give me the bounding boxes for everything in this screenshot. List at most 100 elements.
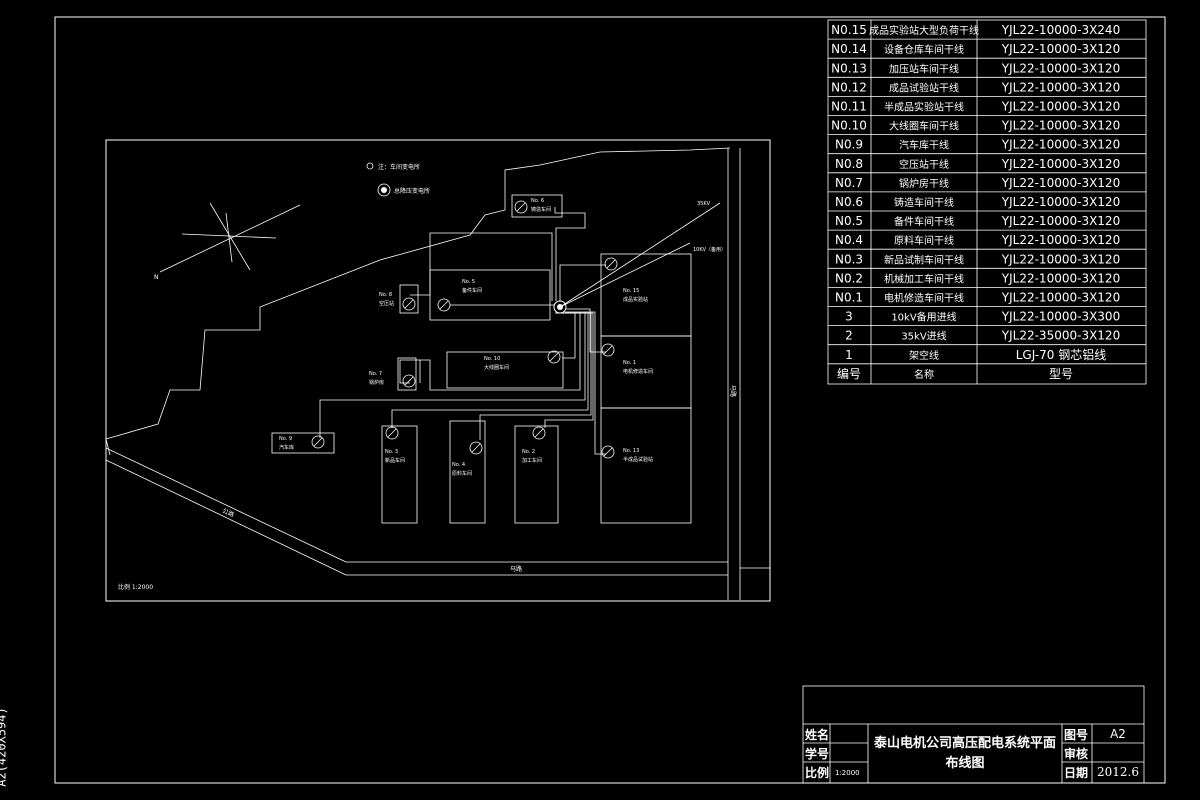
- table-row-1-name: 设备仓库车间干线: [884, 43, 964, 56]
- table-row-6-id: N0.9: [835, 138, 863, 152]
- table-row-15-name: 10kV备用进线: [891, 311, 956, 324]
- table-row-8-id: N0.7: [835, 176, 863, 190]
- table-row-3-id: N0.12: [831, 80, 867, 94]
- site-boundary: [105, 147, 731, 440]
- drawing-title-1: 泰山电机公司高压配电系统平面: [873, 735, 1056, 751]
- drawing-border: [54, 16, 1166, 784]
- table-row-2-id: N0.13: [831, 61, 867, 75]
- scale-note: 比例 1:2000: [118, 583, 153, 591]
- building-13-name: 半成品试验站: [623, 456, 653, 463]
- table-header-name: 名称: [914, 368, 934, 381]
- road-right: [727, 148, 770, 600]
- table-row-14-id: N0.1: [835, 291, 863, 305]
- table-row-11-name: 原料车间干线: [894, 234, 954, 247]
- drawing-no-value: A2: [1110, 727, 1126, 741]
- table-row-1-model: YJL22-10000-3X120: [1001, 42, 1120, 56]
- table-row-0-name: 成品实验站大型负荷干线: [869, 24, 979, 37]
- building-9-name: 汽车库: [279, 444, 294, 451]
- table-row-6-model: YJL22-10000-3X120: [1001, 138, 1120, 152]
- building-13: [600, 407, 692, 524]
- table-row-8-name: 锅炉房干线: [899, 177, 949, 190]
- table-row-6-name: 汽车库干线: [899, 139, 949, 152]
- drawing-no-label: 图号: [1064, 727, 1088, 742]
- building-7-name: 锅炉房: [369, 379, 384, 386]
- table-row-2-name: 加压站车间干线: [889, 62, 959, 75]
- legend-line2: 总降压变电所: [394, 187, 430, 195]
- scale-label: 比例: [805, 765, 829, 780]
- table-row-0-id: N0.15: [831, 23, 867, 37]
- building-6-no: No. 6: [531, 198, 544, 204]
- table-row-0-model: YJL22-10000-3X240: [1001, 23, 1120, 37]
- building-3: [381, 425, 418, 524]
- table-row-7-id: N0.8: [835, 157, 863, 171]
- table-row-17-id: 1: [845, 348, 853, 362]
- table-row-5-name: 大线圈车间干线: [889, 120, 959, 133]
- road-bottom-label: 马路: [510, 565, 522, 573]
- building-5-name: 备件车间: [462, 287, 482, 294]
- table-row-16-name: 35kV进线: [901, 330, 946, 343]
- substation-icons: [311, 200, 618, 459]
- building-10-name: 大线圈车间: [484, 364, 509, 371]
- review-label: 审核: [1064, 746, 1088, 761]
- building-2: [514, 425, 559, 524]
- building-7-no: No. 7: [369, 371, 382, 377]
- road-right-label: 马路: [729, 385, 737, 397]
- table-row-8-model: YJL22-10000-3X120: [1001, 176, 1120, 190]
- buildings: [271, 194, 692, 524]
- building-10: [446, 351, 564, 389]
- table-row-12-id: N0.3: [835, 252, 863, 266]
- building-3-name: 新品车间: [385, 457, 405, 464]
- name-label: 姓名: [805, 727, 829, 742]
- site-plan: N 注：车间变电所 总降压变电所 35KV 10KV（备用） 公路 马路 马路: [105, 139, 771, 602]
- building-15: [600, 253, 692, 337]
- student-no-label: 学号: [805, 746, 829, 761]
- title-block: 姓名 学号 比例 1:2000 泰山电机公司高压配电系统平面 布线图 图号 A2…: [802, 685, 1145, 784]
- building-10-no: No. 10: [484, 356, 500, 362]
- table-header-id: 编号: [837, 366, 861, 381]
- table-row-2-model: YJL22-10000-3X120: [1001, 61, 1120, 75]
- building-5: [429, 269, 551, 321]
- date-value: 2012.6: [1097, 765, 1139, 779]
- table-row-10-id: N0.5: [835, 214, 863, 228]
- building-9: [271, 432, 335, 454]
- table-row-13-name: 机械加工车间干线: [884, 272, 964, 285]
- building-2-name: 加工车间: [522, 457, 542, 464]
- drawing-title-2: 布线图: [945, 755, 984, 771]
- legend-substation-icon: [366, 162, 374, 170]
- building-4-no: No. 4: [452, 462, 465, 468]
- compass-icon: [159, 202, 301, 273]
- building-1-no: No. 1: [623, 360, 636, 366]
- building-4: [449, 420, 486, 524]
- table-row-16-model: YJL22-35000-3X120: [1001, 329, 1120, 343]
- table-row-7-model: YJL22-10000-3X120: [1001, 157, 1120, 171]
- table-row-10-name: 备件车间干线: [894, 215, 954, 228]
- building-9-no: No. 9: [279, 436, 292, 442]
- date-label: 日期: [1064, 765, 1088, 780]
- legend-line1: 注：车间变电所: [378, 163, 420, 171]
- table-row-16-id: 2: [845, 329, 853, 343]
- building-15-name: 成品实验站: [623, 296, 648, 303]
- table-row-1-id: N0.14: [831, 42, 867, 56]
- table-row-3-name: 成品试验站干线: [889, 81, 959, 94]
- table-row-9-name: 铸造车间干线: [894, 196, 954, 209]
- building-4-name: 原料车间: [452, 470, 472, 477]
- building-1-name: 电机修造车间: [623, 368, 653, 375]
- table-header-model: 型号: [1049, 367, 1073, 381]
- table-row-7-name: 空压站干线: [899, 158, 949, 171]
- table-row-12-model: YJL22-10000-3X120: [1001, 252, 1120, 266]
- building-6: [511, 194, 563, 218]
- table-row-13-id: N0.2: [835, 271, 863, 285]
- north-label: N: [154, 274, 159, 281]
- table-row-10-model: YJL22-10000-3X120: [1001, 214, 1120, 228]
- building-8-no: No. 8: [379, 292, 392, 298]
- building-5-no: No. 5: [462, 279, 475, 285]
- building-3-no: No. 3: [385, 449, 398, 455]
- table-row-4-id: N0.11: [831, 100, 867, 114]
- table-row-15-id: 3: [845, 310, 853, 324]
- table-row-5-id: N0.10: [831, 119, 867, 133]
- table-row-5-model: YJL22-10000-3X120: [1001, 119, 1120, 133]
- label-10kv: 10KV（备用）: [693, 246, 726, 253]
- building-8-name: 空压站: [379, 300, 394, 307]
- table-row-4-model: YJL22-10000-3X120: [1001, 100, 1120, 114]
